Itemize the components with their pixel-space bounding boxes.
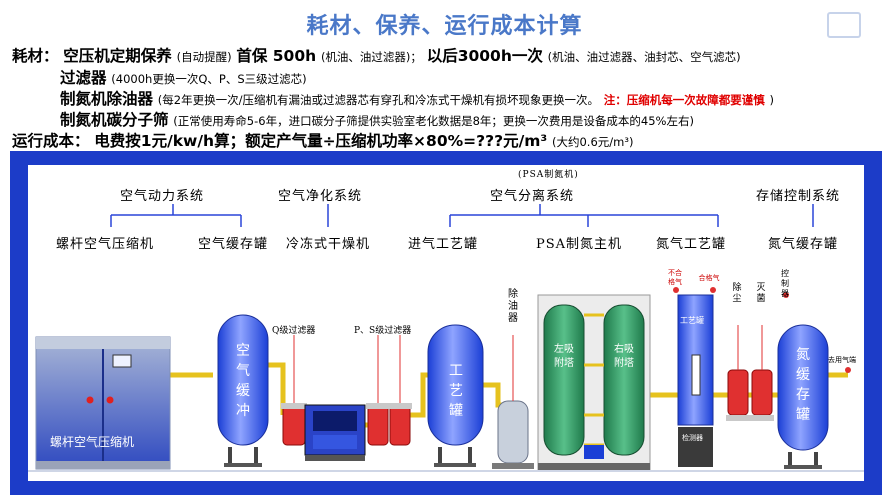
- first-service-note: (机油、油过滤器)；: [320, 50, 422, 64]
- consumables-line: 耗材： 空压机定期保养 (自动提醒) 首保 500h (机油、油过滤器)； 以后…: [12, 44, 741, 66]
- label-sterilize: 灭菌: [756, 283, 766, 304]
- molecular-sieve-note: (正常使用寿命5-6年，进口碳分子筛提供实验室老化数据是8年；更换一次费用是设备…: [173, 114, 694, 128]
- pipeline: [170, 362, 848, 428]
- system-air-separation: 空气分离系统: [490, 189, 575, 204]
- oil-remover-warning: 注：压缩机每一次故障都要谨慎: [603, 93, 765, 107]
- label-ps-filter: P、S级过滤器: [354, 326, 412, 336]
- label-compressor: 螺杆空气压缩机: [56, 237, 155, 252]
- process-diagram-svg: [28, 204, 864, 472]
- left-adsorber-text: 左吸附塔: [554, 344, 574, 369]
- first-service: 首保 500h: [236, 47, 317, 65]
- label-q-filter: Q级过滤器: [272, 326, 316, 336]
- label-inlet-tank: 进气工艺罐: [408, 237, 479, 252]
- analyzer-text: 检测器: [682, 434, 703, 442]
- consumables-label: 耗材：: [12, 47, 59, 65]
- nitrogen-process-tank: [677, 294, 714, 467]
- right-adsorber-text: 右吸附塔: [614, 344, 634, 369]
- molecular-sieve-label: 制氮机碳分子筛: [60, 111, 169, 129]
- process-diagram-frame: (PSA制氮机) 空气动力系统 空气净化系统 空气分离系统 存储控制系统 螺杆空…: [10, 151, 882, 495]
- label-oil-remover: 除油器: [508, 289, 518, 324]
- n2-process-small-text: 工艺罐: [680, 316, 704, 325]
- compressor-body-text: 螺杆空气压缩机: [50, 435, 135, 449]
- label-control: 控制器: [781, 269, 789, 298]
- q-filter: [281, 335, 307, 446]
- label-psa-host: PSA制氮主机: [536, 237, 623, 252]
- label-to-use: 去用气端: [828, 356, 856, 364]
- oil-remover-line: 制氮机除油器 (每2年更换一次/压缩机有漏油或过滤器芯有穿孔和冷冻式干燥机有损坏…: [60, 90, 775, 108]
- hierarchy-lines: [110, 204, 814, 227]
- running-cost-label: 运行成本：: [12, 132, 90, 150]
- ps-filters: [366, 335, 412, 446]
- label-n2-buffer: 氮气缓存罐: [768, 237, 839, 252]
- oil-remover-note: (每2年更换一次/压缩机有漏油或过滤器芯有穿孔和冷冻式干燥机有损坏现象更换一次。: [157, 93, 599, 107]
- filter-note: (4000h更换一次Q、P、S三级过滤芯): [111, 72, 307, 86]
- page-title: 耗材、保养、运行成本计算: [306, 14, 583, 39]
- label-dust: 除尘: [732, 283, 742, 304]
- logo-icon: [827, 12, 861, 38]
- indicator-valves: [673, 287, 851, 373]
- process-tank-text: 工艺罐: [449, 363, 463, 419]
- label-unqualified: 不合格气: [668, 269, 682, 286]
- filter-label: 过滤器: [60, 69, 107, 87]
- oil-remover-label: 制氮机除油器: [60, 90, 154, 108]
- system-air-purify: 空气净化系统: [278, 189, 363, 204]
- label-air-buffer: 空气缓存罐: [198, 237, 269, 252]
- auto-reminder: (自动提醒): [176, 50, 232, 64]
- after-service: 以后3000h一次: [426, 47, 543, 65]
- label-dryer: 冷冻式干燥机: [286, 237, 371, 252]
- running-cost-formula: 电费按1元/kw/h算；额定产气量÷压缩机功率×80%=???元/m³: [94, 132, 548, 150]
- refrigerated-dryer: [304, 404, 366, 461]
- process-diagram: (PSA制氮机) 空气动力系统 空气净化系统 空气分离系统 存储控制系统 螺杆空…: [28, 165, 864, 481]
- n2-buffer-text: 氮缓存罐: [796, 347, 810, 423]
- label-qualified: 合格气: [698, 274, 720, 282]
- oil-remover: [492, 335, 534, 469]
- running-cost-line: 运行成本： 电费按1元/kw/h算；额定产气量÷压缩机功率×80%=???元/m…: [12, 129, 633, 151]
- system-air-power: 空气动力系统: [120, 189, 205, 204]
- screw-compressor: [35, 336, 171, 470]
- air-buffer-text: 空气缓冲: [236, 343, 250, 419]
- nitrogen-buffer-tank: [777, 324, 829, 469]
- process-tank: [427, 324, 484, 467]
- running-cost-note: (大约0.6元/m³): [552, 135, 634, 149]
- psa-note: (PSA制氮机): [518, 170, 579, 180]
- filter-line: 过滤器 (4000h更换一次Q、P、S三级过滤芯): [60, 66, 307, 88]
- after-service-note: (机油、油过滤器、油封芯、空气滤芯): [547, 50, 741, 64]
- compressor-maintenance: 空压机定期保养: [63, 47, 172, 65]
- dust-sterile-filters: [726, 325, 774, 421]
- air-buffer-tank: [217, 314, 269, 467]
- label-n2-process: 氮气工艺罐: [656, 237, 727, 252]
- molecular-sieve-line: 制氮机碳分子筛 (正常使用寿命5-6年，进口碳分子筛提供实验室老化数据是8年；更…: [60, 108, 694, 130]
- system-storage-control: 存储控制系统: [756, 189, 841, 204]
- psa-host: [537, 294, 651, 472]
